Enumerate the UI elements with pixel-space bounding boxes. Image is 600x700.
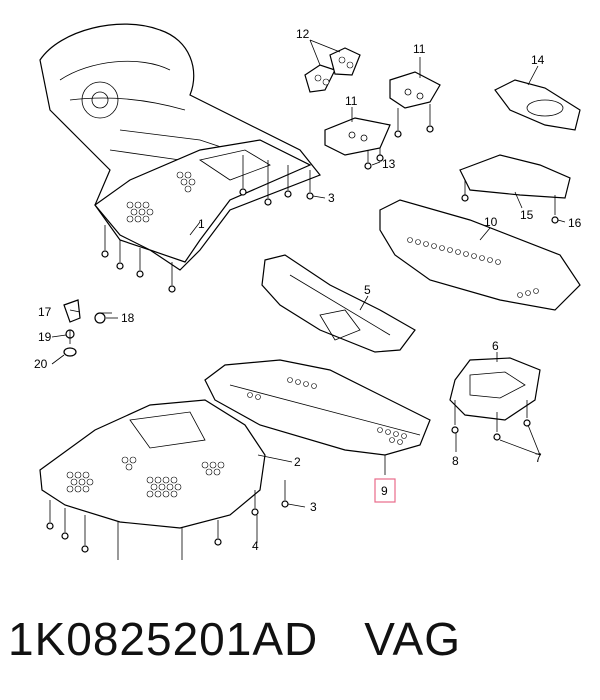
callout-2: 2 bbox=[294, 455, 301, 469]
part-5-center-tunnel bbox=[261, 254, 416, 353]
part-number: 1K0825201AD bbox=[8, 613, 319, 665]
part-number-caption: 1K0825201AD VAG bbox=[8, 612, 598, 682]
callout-14: 14 bbox=[531, 53, 545, 67]
callout-3a: 3 bbox=[328, 191, 335, 205]
callout-1: 1 bbox=[198, 217, 205, 231]
callout-6: 6 bbox=[492, 339, 499, 353]
part-10-rear-panel bbox=[379, 199, 581, 311]
callout-15: 15 bbox=[520, 208, 534, 222]
callout-10: 10 bbox=[484, 215, 498, 229]
callout-16: 16 bbox=[568, 216, 582, 230]
part-17-18-19-20-fasteners bbox=[63, 299, 112, 357]
callout-4: 4 bbox=[252, 539, 259, 553]
part-1-front-underbody bbox=[94, 139, 314, 293]
callout-5: 5 bbox=[364, 283, 371, 297]
callout-labels: 12 11 14 11 13 3 1 15 16 10 5 17 18 19 2… bbox=[34, 27, 582, 553]
callout-20: 20 bbox=[34, 357, 48, 371]
callout-8: 8 bbox=[452, 454, 459, 468]
part-9-middle-underbody bbox=[204, 359, 431, 456]
leader-lines bbox=[51, 39, 566, 543]
callout-9: 9 bbox=[381, 484, 388, 498]
callout-7: 7 bbox=[535, 451, 542, 465]
part-11-bracket-a bbox=[389, 71, 441, 138]
part-15-side-cover bbox=[459, 154, 571, 224]
callout-11a: 11 bbox=[413, 42, 426, 56]
part-6-rear-cover bbox=[449, 357, 541, 441]
part-11-bracket-b bbox=[324, 117, 391, 170]
brand-name: VAG bbox=[364, 613, 461, 665]
part-14-cover bbox=[494, 79, 581, 131]
callout-13: 13 bbox=[382, 157, 396, 171]
callout-18: 18 bbox=[121, 311, 135, 325]
part-12-clips bbox=[304, 47, 361, 93]
callout-3b: 3 bbox=[310, 500, 317, 514]
callout-12: 12 bbox=[296, 27, 310, 41]
exploded-parts-diagram: 12 11 14 11 13 3 1 15 16 10 5 17 18 19 2… bbox=[34, 23, 582, 560]
highlight-box-9 bbox=[374, 478, 396, 503]
callout-11b: 11 bbox=[345, 94, 358, 108]
callout-19: 19 bbox=[38, 330, 52, 344]
part-2-front-underbody-lower bbox=[39, 399, 289, 560]
callout-17: 17 bbox=[38, 305, 52, 319]
